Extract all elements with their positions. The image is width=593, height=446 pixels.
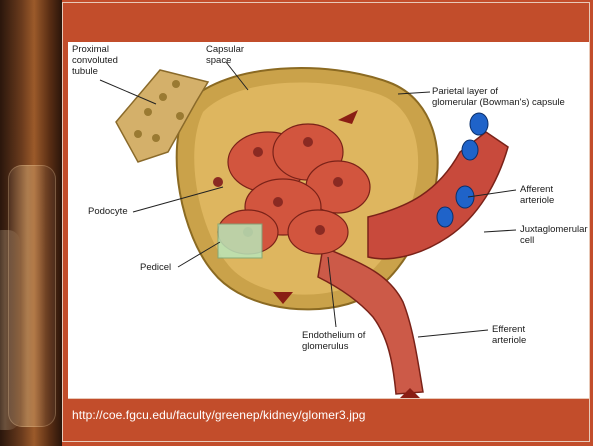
glass-beaker-decoration xyxy=(8,165,56,427)
decorative-glassware-strip xyxy=(0,0,62,446)
slide-border-frame xyxy=(62,2,590,442)
